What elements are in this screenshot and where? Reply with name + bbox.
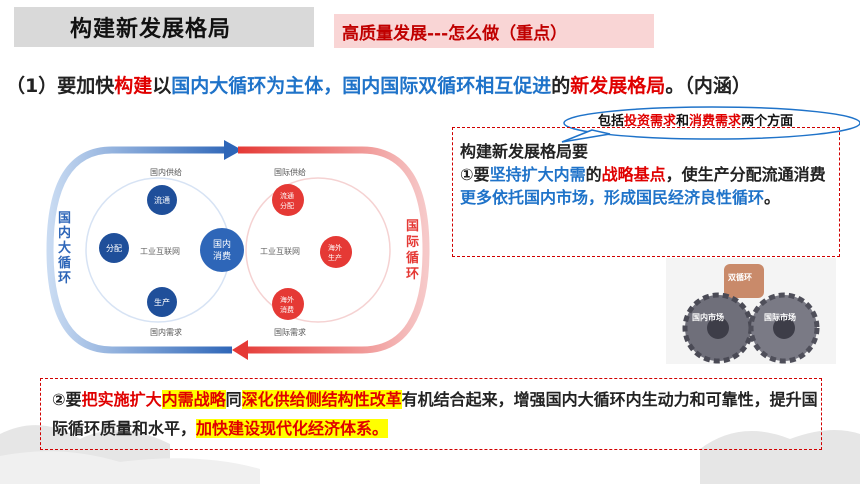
requirement-text-2: ②要把实施扩大内需战略同深化供给侧结构性改革有机结合起来，增强国内大循环内生动力… xyxy=(52,385,822,443)
center-label-2: 消费 xyxy=(213,250,231,262)
international-loop-arrow xyxy=(238,146,430,354)
heading-text: 的 xyxy=(551,75,571,97)
vertical-label-char: 循 xyxy=(406,250,419,266)
vertical-label-char: 循 xyxy=(58,255,71,271)
international-supply-label: 国际供给 xyxy=(274,167,306,177)
requirement-part: 。 xyxy=(764,188,781,207)
requirement-part: ，使生产分配流通消费 xyxy=(665,165,826,184)
overseas-consumption-label-1: 海外 xyxy=(280,295,294,304)
requirement-emphasis-blue: 更多依托国内市场，形成国民经济良性循环 xyxy=(460,188,765,207)
overseas-production-label-2: 生产 xyxy=(328,253,342,262)
background-mountains xyxy=(0,425,860,484)
heading-text: （1）要加快 xyxy=(6,75,115,97)
vertical-label-char: 环 xyxy=(406,267,419,282)
requirement-highlight: 加快建设现代化经济体系。 xyxy=(196,419,389,438)
callout-part: 和 xyxy=(676,114,690,129)
title-banner xyxy=(14,7,314,47)
requirement-part: 同 xyxy=(225,390,242,409)
heading-emphasis: 构建 xyxy=(114,75,153,97)
page-title: 构建新发展格局 xyxy=(70,17,232,42)
callout-bubble xyxy=(561,106,860,143)
international-demand-label: 国际需求 xyxy=(274,327,306,337)
overseas-production-node xyxy=(320,236,352,268)
vertical-label-char: 国 xyxy=(58,211,71,226)
domestic-loop-arrow xyxy=(46,146,232,354)
flow-distribution-label-2: 分配 xyxy=(280,201,294,210)
callout-emphasis: 消费需求 xyxy=(689,114,742,129)
requirement-highlight: 深化供给侧结构性改革 xyxy=(241,390,402,409)
callout-part: 两个方面 xyxy=(741,114,794,129)
distribution-label: 分配 xyxy=(106,244,122,253)
vertical-label-char: 大 xyxy=(58,240,71,256)
center-label-1: 国内 xyxy=(213,238,231,250)
vertical-label-char: 国 xyxy=(406,219,419,234)
section-heading: （1）要加快构建以国内大循环为主体，国内国际双循环相互促进的新发展格局。（内涵） xyxy=(6,72,846,100)
overseas-production-label-1: 海外 xyxy=(328,243,342,252)
requirement-emphasis-red: 把实施扩大 xyxy=(81,390,162,409)
callout-part: 包括 xyxy=(598,114,625,129)
heading-text: 。（内涵） xyxy=(665,75,751,97)
dual-circulation-diagram: 国内供给 国内需求 国际供给 国际需求 流通 分配 生产 工业互联网 工业互联网… xyxy=(46,140,430,360)
international-circulation-vertical-label: 国际循环 xyxy=(406,219,419,282)
gear-left-label: 国内市场 xyxy=(692,312,724,322)
domestic-arrow-head xyxy=(224,140,242,160)
industrial-internet-left: 工业互联网 xyxy=(140,246,180,256)
production-node xyxy=(147,287,177,317)
international-inner-cycle xyxy=(245,177,391,323)
flow-distribution-label-1: 流通 xyxy=(280,191,294,200)
requirement-part: 有机结合起来，增强国内大循环内生动力和可靠性，提升国际循环质量和水平， xyxy=(52,390,818,438)
production-label: 生产 xyxy=(154,297,170,307)
subtitle-banner xyxy=(334,14,654,48)
requirement-box-2 xyxy=(40,378,822,450)
overseas-consumption-node xyxy=(272,288,304,320)
requirement-part: 的 xyxy=(585,165,602,184)
flow-label: 流通 xyxy=(154,195,170,205)
gear-top-label: 双循环 xyxy=(728,272,752,282)
flow-distribution-node xyxy=(272,184,304,216)
domestic-consumption-node xyxy=(200,228,244,272)
requirement-emphasis-red: 战略基点 xyxy=(601,165,666,184)
gear-right-label: 国际市场 xyxy=(764,312,796,322)
requirement-text-1: 构建新发展格局要 ①要坚持扩大内需的战略基点，使生产分配流通消费更多依托国内市场… xyxy=(460,140,840,209)
requirement-intro: 构建新发展格局要 xyxy=(460,142,589,161)
overseas-consumption-label-2: 消费 xyxy=(280,305,294,314)
requirement-emphasis-blue: 坚持扩大内需 xyxy=(489,165,586,184)
vertical-label-char: 环 xyxy=(58,271,71,286)
domestic-supply-label: 国内供给 xyxy=(150,167,182,177)
international-arrow-head xyxy=(232,340,248,360)
heading-emphasis: 新发展格局 xyxy=(570,75,666,97)
callout-text: 包括投资需求和消费需求两个方面 xyxy=(598,110,793,129)
vertical-label-char: 际 xyxy=(406,235,419,250)
domestic-demand-label: 国内需求 xyxy=(150,327,182,337)
flow-node xyxy=(147,185,177,215)
callout-emphasis: 投资需求 xyxy=(624,114,677,129)
vertical-label-char: 内 xyxy=(58,225,71,241)
domestic-circulation-vertical-label: 国内大循环 xyxy=(58,211,71,286)
industrial-internet-right: 工业互联网 xyxy=(260,246,300,256)
distribution-node xyxy=(99,233,129,263)
requirement-part: ①要 xyxy=(460,165,490,184)
requirement-box-1 xyxy=(452,127,840,257)
page-subtitle: 高质量发展---怎么做（重点） xyxy=(342,24,568,44)
requirement-highlight: 内需战略 xyxy=(161,390,226,409)
heading-emphasis-blue: 国内大循环为主体，国内国际双循环相互促进 xyxy=(171,75,552,97)
heading-text: 以 xyxy=(152,75,172,97)
requirement-part: ②要 xyxy=(52,390,82,409)
gears-illustration: 双循环 国内市场 国际市场 xyxy=(666,258,836,364)
